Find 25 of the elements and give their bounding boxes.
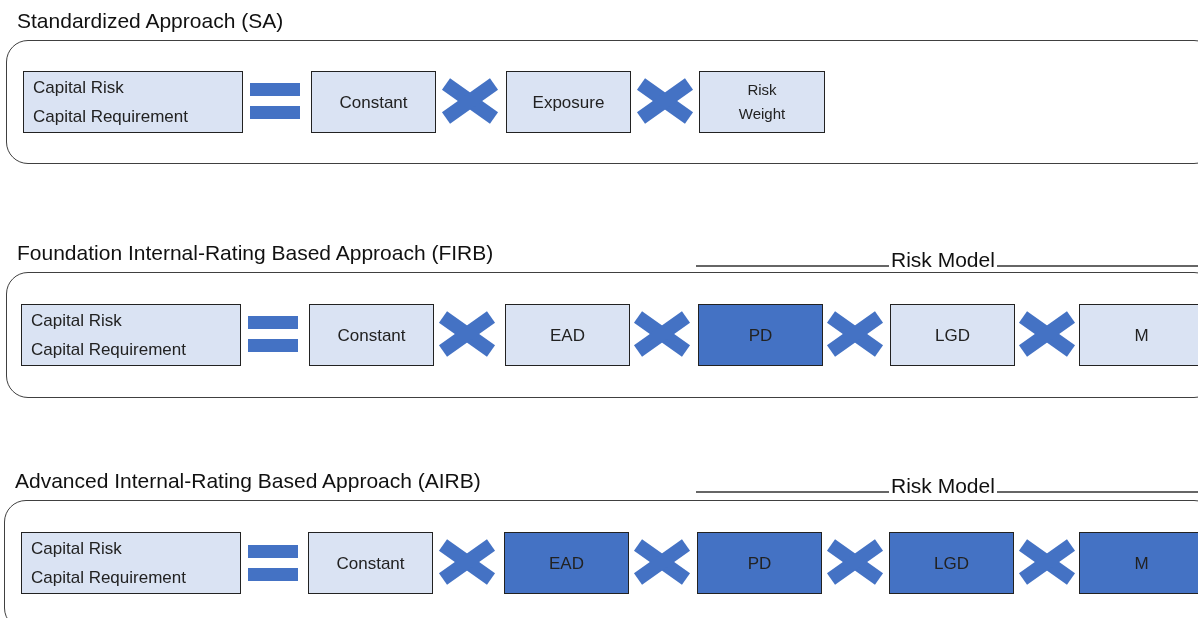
term-box: PD — [697, 532, 822, 594]
term-text: Capital Risk — [33, 77, 124, 99]
term-box: LGD — [890, 304, 1015, 366]
group-heading: Standardized Approach (SA) — [17, 9, 284, 33]
term-box: Constant — [311, 71, 436, 133]
term-box: LGD — [889, 532, 1014, 594]
term-box: EAD — [505, 304, 630, 366]
term-box: M — [1079, 532, 1198, 594]
term-text: Capital Requirement — [33, 106, 188, 128]
term-box: Exposure — [506, 71, 631, 133]
term-text: Capital Risk — [31, 538, 122, 560]
term-box: EAD — [504, 532, 629, 594]
term-box: M — [1079, 304, 1198, 366]
term-box — [21, 532, 241, 594]
term-box — [21, 304, 241, 366]
term-box: Constant — [308, 532, 433, 594]
term-box: Constant — [309, 304, 434, 366]
term-box: Risk Weight — [699, 71, 825, 133]
group-heading: Foundation Internal-Rating Based Approach (FIRB) — [17, 241, 494, 265]
term-box — [23, 71, 243, 133]
term-text: Capital Risk — [31, 310, 122, 332]
term-box: PD — [698, 304, 823, 366]
group-heading: Advanced Internal-Rating Based Approach (AIRB) — [15, 469, 481, 493]
term-text: Capital Requirement — [31, 567, 186, 589]
term-text: Capital Requirement — [31, 339, 186, 361]
